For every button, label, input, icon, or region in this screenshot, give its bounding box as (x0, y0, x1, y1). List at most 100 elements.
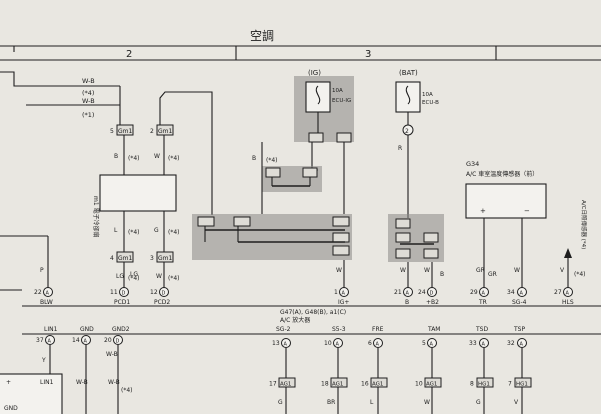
pin-name: TSP (513, 326, 525, 333)
wire-color: R (398, 145, 402, 152)
pin-number: 33 (469, 340, 477, 347)
pin-fre (373, 338, 383, 348)
pin-number: 10 (324, 340, 332, 347)
wire-code: (*4) (574, 271, 586, 278)
splice-pin: 2 (405, 128, 409, 135)
connector-pin: 4 (110, 255, 114, 262)
cooling-fan-relay: m1 電子冷卻扇 (92, 174, 177, 238)
pin-connector: D (116, 339, 120, 345)
ig-fuse-block: (IG) 10A ECU-IG (294, 69, 354, 143)
pin-name: TSD (475, 326, 488, 333)
amplifier-pin-row-bottom-left: LIN1 GND GND2 37 A 14 A 20 D (36, 326, 130, 345)
wire-color: BR (327, 399, 335, 406)
wire-code: (*4) (128, 275, 140, 282)
wire-color: W-B (76, 379, 88, 386)
wire-color: V (514, 399, 519, 406)
relay-label: m1 電子冷卻扇 (92, 196, 100, 238)
lin-module: LIN1 + GND (0, 373, 63, 414)
relay-connector-left: Gm1 5 (110, 124, 134, 136)
splice-connector (197, 216, 215, 227)
wire-color: W (156, 273, 162, 280)
connector-name: HG1 (478, 382, 490, 388)
pin-b2 (427, 287, 437, 297)
relay-connector-right: Gm1 2 (150, 124, 174, 136)
pin-connector: A (406, 291, 410, 297)
pin-connector: A (482, 342, 486, 348)
connector-pin: 8 (470, 381, 474, 388)
ac-amplifier: G47(A), G48(B), a1(C) A/C 放大器 (22, 305, 601, 335)
wire-code: (*4) (168, 229, 180, 236)
pin-number: 1 (334, 289, 338, 296)
connector-pin: 7 (508, 381, 512, 388)
splice-connector (332, 216, 350, 227)
pin-connector: A (284, 342, 288, 348)
splice-connector (332, 232, 350, 243)
wire-color: W (154, 153, 160, 160)
pin-number: 5 (422, 340, 426, 347)
wire-color: LG (116, 273, 124, 280)
wire-code: (*4) (128, 155, 140, 162)
pin-lin1 (45, 335, 55, 345)
pin-number: 34 (507, 289, 515, 296)
connector-pin: 17 (269, 381, 277, 388)
bat-fuse-block: (BAT) 10A ECU-B 2 (395, 69, 439, 136)
sensor-terminal: + (480, 207, 486, 215)
connector-pin: 2 (150, 128, 154, 135)
wire-code: (*4) (82, 89, 94, 97)
pin-connector: A (520, 342, 524, 348)
amplifier-connectors: G47(A), G48(B), a1(C) (280, 309, 346, 316)
pin-number: 32 (507, 340, 515, 347)
sensor-terminal: − (524, 207, 530, 215)
wire-color: W (424, 267, 430, 274)
relay-connector-lower-right: Gm1 3 (150, 251, 174, 263)
header: 空調 2 3 (0, 29, 601, 61)
pin-name: PCD2 (154, 299, 170, 306)
connector-pin: 16 (361, 381, 369, 388)
pin-connector: D (430, 291, 434, 297)
wire-color: P (40, 267, 44, 274)
pin-number: 20 (104, 337, 112, 344)
wire-color: W-B (82, 77, 95, 85)
pin-name: LIN1 (44, 326, 58, 333)
fuse-title: (IG) (308, 69, 321, 77)
wire-color: G (476, 399, 481, 406)
pin-sg4 (517, 287, 527, 297)
connector-name: AG1 (426, 382, 437, 388)
wire-color: G (278, 399, 283, 406)
pin-number: 12 (150, 289, 158, 296)
pin-connector: A (48, 339, 52, 345)
connector-pin: 5 (110, 128, 114, 135)
module-pin: LIN1 (40, 379, 54, 386)
column-number: 2 (126, 49, 132, 60)
wire-code: (*1) (82, 111, 94, 119)
connector-name: Gm1 (158, 255, 172, 262)
pin-number: 6 (368, 340, 372, 347)
pin-gnd (81, 335, 91, 345)
pin-name: IG+ (338, 299, 349, 306)
connector-name: Gm1 (158, 128, 172, 135)
wire-labels-top: P W W W GR W V (40, 267, 565, 274)
pin-name: PCD1 (114, 299, 130, 306)
page-title: 空調 (250, 29, 274, 43)
wire-code: (*4) (266, 157, 278, 164)
pin-tsp (517, 338, 527, 348)
connector-name: HG1 (516, 382, 528, 388)
wire-color: W-B (108, 379, 120, 386)
wire-color: V (560, 267, 565, 274)
solar-sensor-lead: A/C日照傳感器 (*4) (564, 200, 588, 290)
pin-name: B (405, 299, 409, 306)
connector-pin: 10 (415, 381, 423, 388)
pin-number: 14 (72, 337, 80, 344)
pin-name: FRE (372, 326, 384, 333)
module-pin: + (6, 379, 11, 386)
pin-name: GND2 (112, 326, 130, 333)
wire-color: W-B (106, 351, 118, 358)
wire-color: W (400, 267, 406, 274)
connector-name: Gm1 (118, 128, 132, 135)
connector-name: Gm1 (118, 255, 132, 262)
pin-number: 24 (418, 289, 426, 296)
connector-pin: 3 (150, 255, 154, 262)
pin-ig (339, 287, 349, 297)
splice-region (192, 214, 352, 260)
